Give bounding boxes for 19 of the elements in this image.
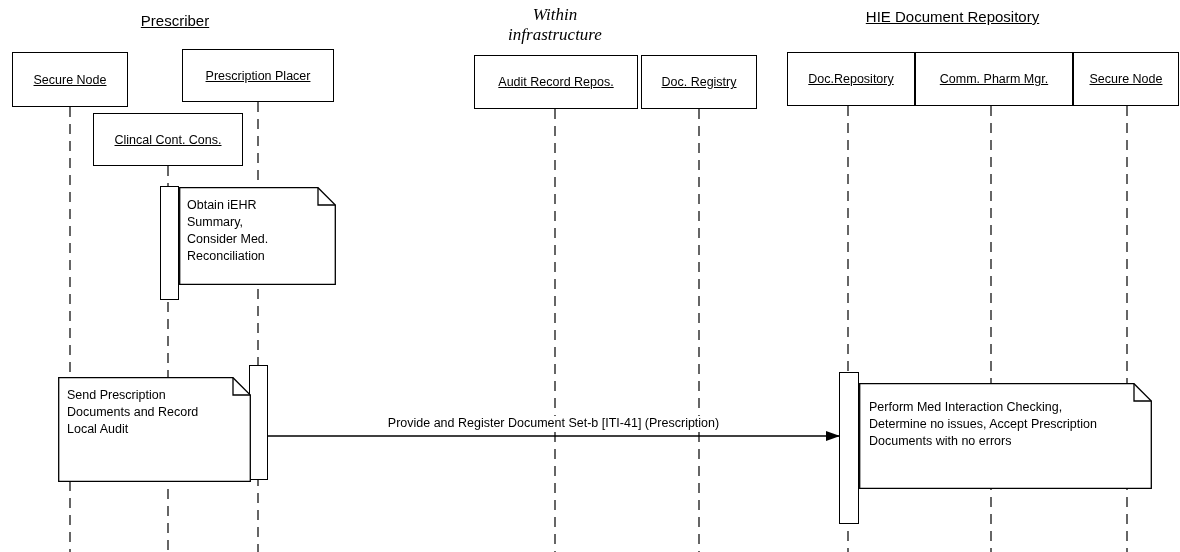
participant-box: Audit Record Repos. (474, 55, 638, 109)
note-text: Send Prescription Documents and Record Local Audit (67, 387, 200, 438)
note-text: Obtain iEHR Summary, Consider Med. Reconciliation (187, 197, 270, 265)
group-heading: Prescriber (140, 12, 210, 29)
participant-box: Secure Node (1073, 52, 1179, 106)
participant-box: Comm. Pharm Mgr. (915, 52, 1073, 106)
participant-box: Secure Node (12, 52, 128, 107)
note-text: Perform Med Interaction Checking, Determine no issues, Accept Prescription Documents with no errors (869, 399, 1098, 450)
activation-bar (839, 372, 859, 524)
group-heading: Within infrastructure (507, 5, 603, 45)
activation-bar (160, 186, 179, 300)
participant-box: Doc. Registry (641, 55, 757, 109)
message-arrow (267, 431, 840, 441)
participant-box: Doc.Repository (787, 52, 915, 106)
activation-bar (249, 365, 268, 480)
group-heading: HIE Document Repository (865, 8, 1040, 25)
participant-box: Clincal Cont. Cons. (93, 113, 243, 166)
edge-label: Provide and Register Document Set-b [ITI-41] (Prescription) (387, 416, 720, 430)
participant-box: Prescription Placer (182, 49, 334, 102)
